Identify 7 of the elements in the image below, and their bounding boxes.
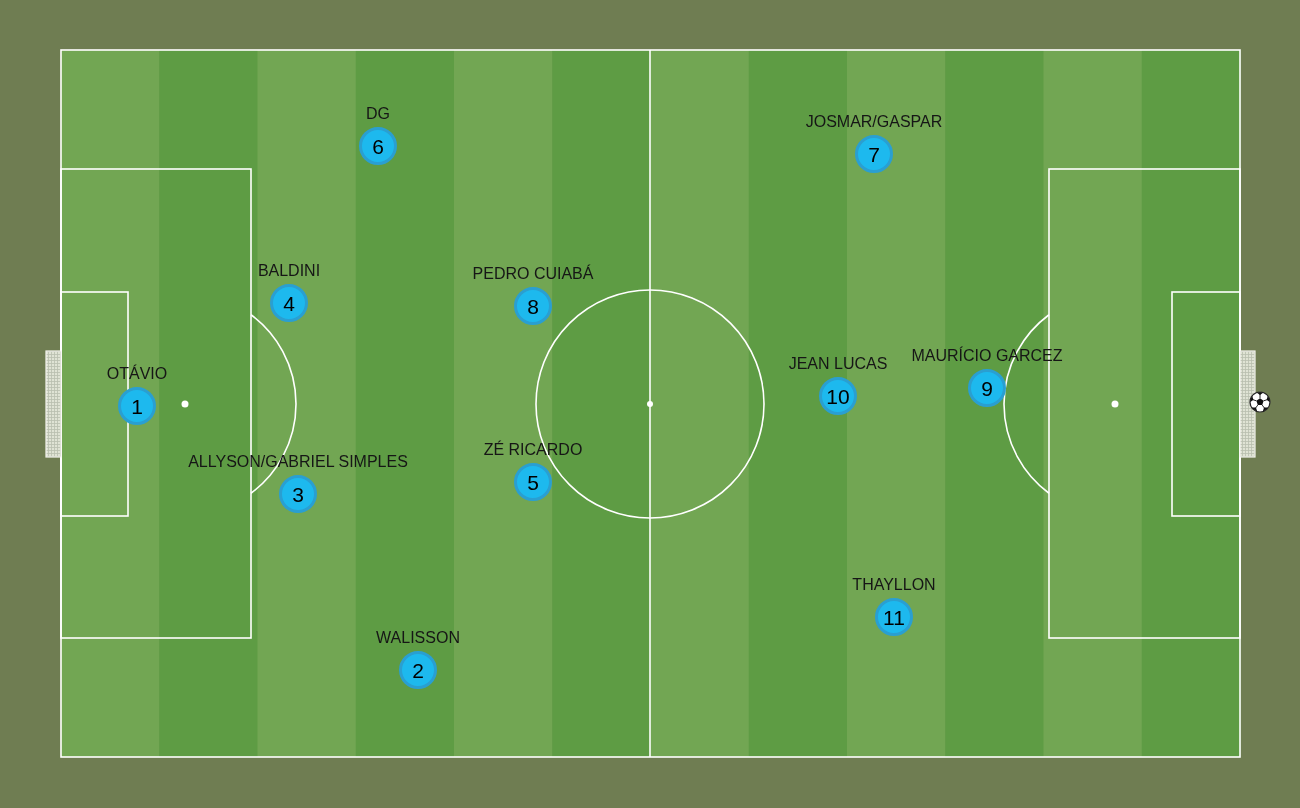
player-name: JEAN LUCAS — [788, 355, 888, 373]
player-name: DG — [366, 105, 390, 123]
player-name: BALDINI — [257, 262, 321, 280]
player-name: THAYLLON — [852, 576, 936, 594]
player-name: JOSMAR/GASPAR — [805, 113, 943, 131]
player-name: PEDRO CUIABÁ — [472, 265, 594, 283]
player-name: WALISSON — [376, 629, 460, 647]
